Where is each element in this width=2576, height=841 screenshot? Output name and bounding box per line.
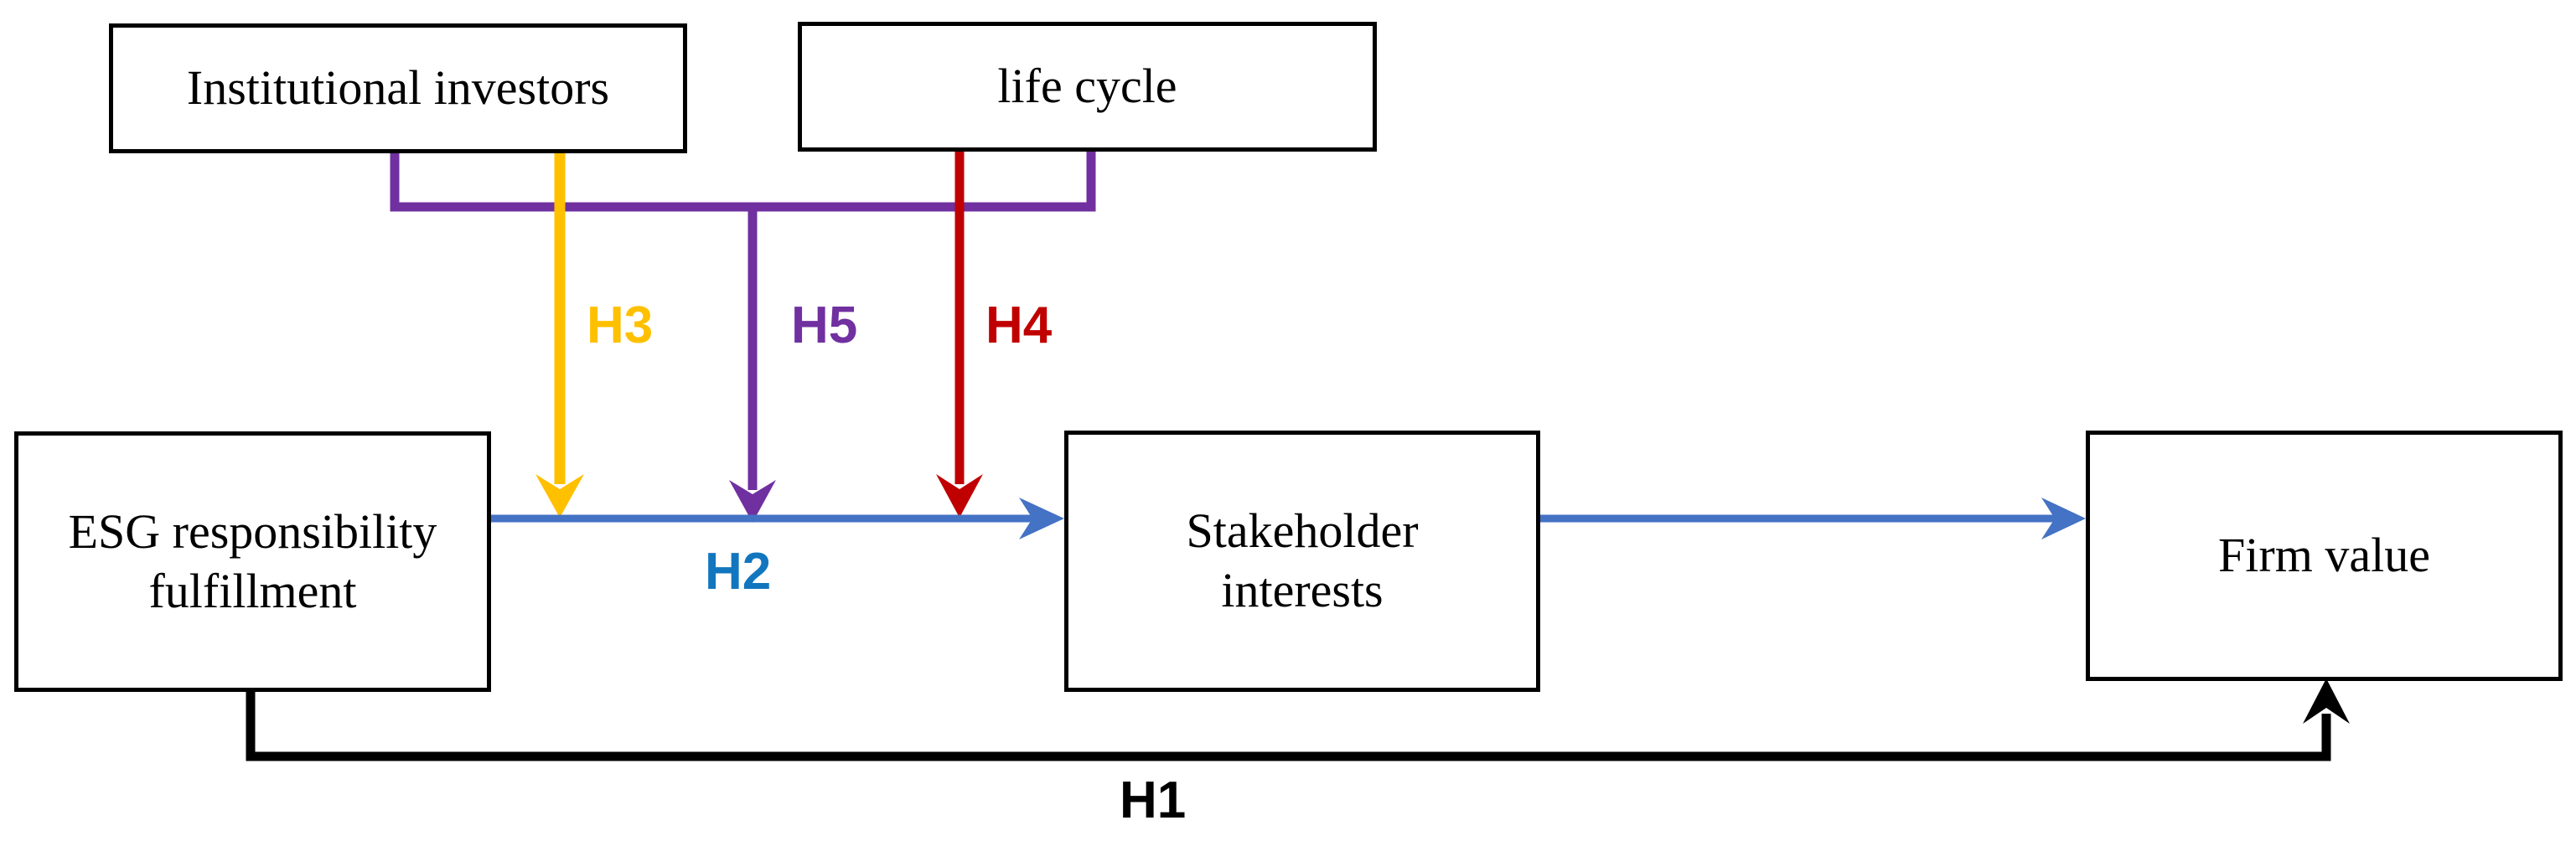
- hypothesis-label-h5: H5: [791, 297, 858, 354]
- edge-joint-moderator-h5: [390, 152, 1096, 523]
- node-firm-value-label: Firm value: [2218, 528, 2430, 583]
- hypothesis-label-h3: H3: [587, 297, 654, 354]
- edge-lifecycle-moderator-h4: [936, 152, 983, 518]
- h5-arrowhead: [729, 480, 776, 523]
- node-life-cycle[interactable]: life cycle: [798, 22, 1377, 152]
- h2-arrowhead: [1019, 498, 1064, 539]
- hypothesis-label-h1: H1: [1120, 771, 1187, 829]
- edge-investors-moderator-h3: [535, 153, 584, 518]
- h4-arrowhead: [936, 474, 983, 518]
- node-firm-value[interactable]: Firm value: [2086, 431, 2563, 681]
- h3-arrowhead: [535, 474, 584, 518]
- hypothesis-label-h4: H4: [985, 297, 1053, 354]
- hypothesis-label-h2: H2: [705, 543, 772, 601]
- node-institutional-investors[interactable]: Institutional investors: [109, 23, 687, 153]
- edge-stakeholder-to-firm: [1540, 498, 2086, 539]
- stakeholder-firm-arrowhead: [2041, 498, 2086, 539]
- node-stakeholder-interests[interactable]: Stakeholder interests: [1064, 431, 1540, 692]
- node-stakeholder-interests-label: Stakeholder interests: [1186, 503, 1419, 617]
- h5-bracket-path: [390, 152, 1096, 212]
- h1-path: [246, 692, 2331, 761]
- edge-esg-to-stakeholder-h2: [491, 498, 1064, 539]
- node-institutional-investors-label: Institutional investors: [186, 60, 610, 116]
- edge-esg-to-firm-h1: [246, 678, 2350, 761]
- node-esg-responsibility-fulfillment[interactable]: ESG responsibility fulfillment: [14, 431, 491, 692]
- node-life-cycle-label: life cycle: [997, 59, 1177, 114]
- node-esg-responsibility-fulfillment-label: ESG responsibility fulfillment: [68, 503, 437, 618]
- h1-arrowhead: [2303, 678, 2350, 724]
